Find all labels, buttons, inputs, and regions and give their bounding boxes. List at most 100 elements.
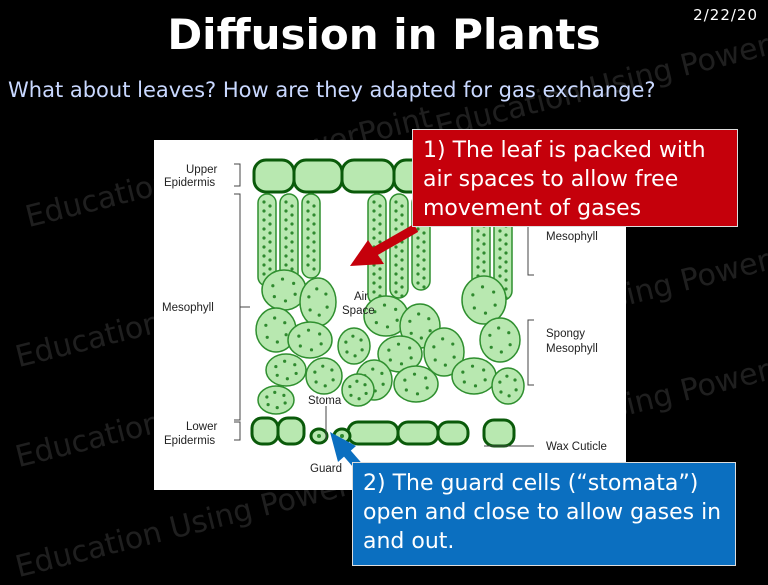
palisade-cell: [301, 193, 321, 279]
chloroplast: [268, 213, 272, 217]
chloroplast: [382, 303, 387, 307]
chloroplast: [321, 364, 325, 368]
chloroplast: [306, 227, 310, 231]
chloroplast: [422, 231, 426, 235]
chloroplast: [306, 328, 311, 332]
chloroplast: [359, 338, 363, 342]
chloroplast: [416, 236, 420, 240]
wax-cuticle-label: Wax Cuticle: [546, 441, 607, 453]
chloroplast: [307, 295, 311, 299]
chloroplast: [400, 213, 404, 217]
spongy-cell: [341, 373, 375, 407]
chloroplast: [268, 204, 272, 208]
chloroplast: [504, 278, 508, 282]
chloroplast: [262, 245, 266, 249]
chloroplast: [489, 345, 493, 349]
chloroplast: [324, 292, 328, 296]
spongy-cell: [451, 357, 497, 395]
chloroplast: [268, 267, 272, 271]
chloroplast: [394, 307, 398, 311]
chloroplast: [268, 231, 272, 235]
chloroplast: [408, 346, 412, 350]
chloroplast: [372, 200, 376, 204]
palisade-cell: [279, 193, 299, 283]
chloroplast: [394, 263, 398, 267]
chloroplast: [284, 236, 288, 240]
guard-cell-label: Guard: [310, 463, 342, 475]
chloroplast: [272, 295, 276, 299]
chloroplast: [372, 290, 376, 294]
chloroplast: [504, 251, 508, 255]
chloroplast: [507, 394, 511, 398]
lower-epidermis-cell: [346, 420, 400, 446]
chloroplast: [380, 371, 384, 375]
chloroplast: [312, 213, 316, 217]
chloroplast: [306, 254, 310, 258]
chloroplast: [394, 227, 398, 231]
chloroplast: [483, 311, 488, 315]
chloroplast: [312, 204, 316, 208]
chloroplast: [409, 356, 413, 360]
chloroplast: [284, 200, 288, 204]
chloroplast: [498, 380, 502, 384]
chloroplast: [372, 272, 376, 276]
chloroplast: [471, 293, 475, 297]
chloroplast: [306, 218, 310, 222]
chloroplast: [331, 378, 335, 382]
chloroplast: [488, 333, 492, 337]
chloroplast: [422, 258, 426, 262]
chloroplast: [482, 233, 486, 237]
chloroplast: [290, 267, 294, 271]
chloroplast: [498, 238, 502, 242]
chloroplast: [349, 393, 353, 397]
chloroplast: [312, 222, 316, 226]
lower-epidermis-cell: [436, 420, 470, 446]
chloroplast: [394, 272, 398, 276]
palisade-mesophyll-label: Mesophyll: [546, 231, 598, 243]
chloroplast: [378, 204, 382, 208]
chloroplast: [482, 269, 486, 273]
chloroplast: [416, 227, 420, 231]
chloroplast: [476, 256, 480, 260]
chloroplast: [293, 363, 297, 367]
chloroplast: [297, 334, 301, 338]
chloroplast: [415, 392, 420, 396]
chloroplast: [419, 336, 423, 340]
chloroplast: [394, 200, 398, 204]
chloroplast: [507, 331, 511, 335]
upper-epidermis-label: Epidermis: [164, 177, 215, 189]
spongy-cell: [305, 357, 343, 395]
chloroplast: [472, 306, 476, 310]
chloroplast: [378, 267, 382, 271]
chloroplast: [372, 236, 376, 240]
slide-subtitle: What about leaves? How are they adapted …: [8, 78, 656, 102]
spongy-cell: [287, 321, 333, 359]
chloroplast: [482, 260, 486, 264]
chloroplast: [378, 213, 382, 217]
chloroplast: [483, 378, 487, 382]
chloroplast: [262, 200, 266, 204]
label-brackets: [234, 163, 534, 447]
chloroplast: [319, 342, 323, 346]
chloroplast: [505, 374, 509, 378]
chloroplast: [452, 355, 456, 359]
chloroplast: [290, 222, 294, 226]
chloroplast: [498, 229, 502, 233]
chloroplast: [374, 321, 378, 325]
arrow-to-air-space: [350, 224, 419, 266]
chloroplast: [499, 390, 503, 394]
spongy-cell: [337, 327, 371, 365]
chloroplast: [476, 247, 480, 251]
chloroplast: [293, 292, 297, 296]
chloroplast: [400, 249, 404, 253]
slide-date: 2/22/20: [693, 6, 758, 24]
chloroplast: [394, 218, 398, 222]
spongy-mesophyll-label: Spongy: [546, 328, 585, 340]
chloroplast: [283, 321, 287, 325]
chloroplast: [504, 269, 508, 273]
chloroplast: [262, 254, 266, 258]
chloroplast: [283, 401, 287, 405]
chloroplast: [493, 303, 497, 307]
chloroplast: [476, 238, 480, 242]
chloroplast: [284, 254, 288, 258]
